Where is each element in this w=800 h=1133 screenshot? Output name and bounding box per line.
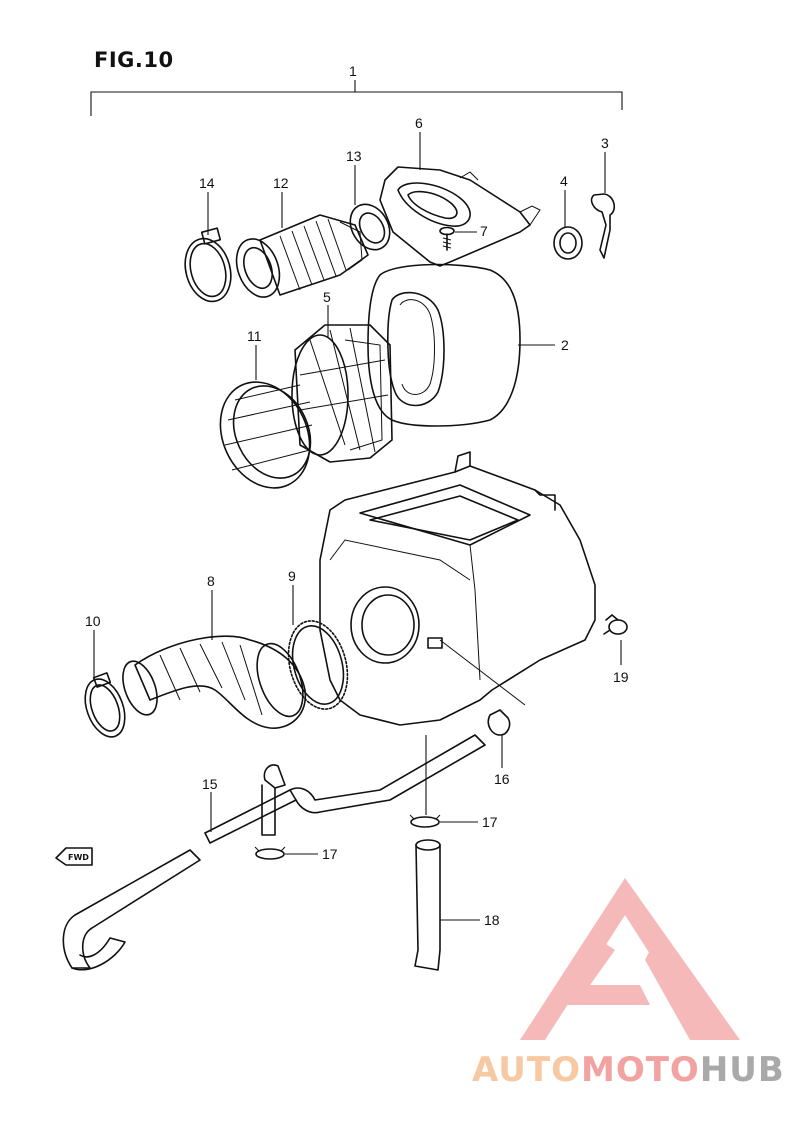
part-12-duct [235,214,369,298]
airbox-housing [319,451,596,726]
callout-1: 1 [349,63,357,79]
part-7-screw [439,226,455,251]
watermark-logo [520,878,740,1040]
fwd-arrow-icon: FWD [55,847,93,866]
part-16-clamp [487,709,511,736]
callout-17-lower: 17 [322,846,338,862]
part-17-clip-upper [409,814,441,828]
callout-2: 2 [561,337,569,353]
watermark-auto: AUTO [472,1050,581,1090]
callout-7: 7 [480,223,488,239]
assembly-bracket [90,80,623,116]
callout-17-upper: 17 [482,814,498,830]
part-18-drain-tube [414,839,441,971]
callout-16: 16 [494,771,510,787]
leader-lines [93,132,622,921]
callout-3: 3 [601,135,609,151]
callout-9: 9 [288,568,296,584]
figure-title: FIG.10 [94,48,174,72]
fwd-label: FWD [68,853,89,862]
callout-12: 12 [273,175,289,191]
callout-8: 8 [207,573,215,589]
callout-14: 14 [199,175,215,191]
part-6-cover [379,166,541,267]
callout-6: 6 [415,115,423,131]
part-9-oring [287,620,349,710]
part-3-clip [590,193,616,259]
callout-11: 11 [247,328,262,344]
part-14-clamp [184,227,232,303]
part-10-clamp [84,672,126,738]
part-17-clip-lower [254,846,286,860]
watermark-moto: MOTO [580,1050,700,1090]
callout-13: 13 [346,148,362,164]
part-19-bolt [603,614,628,635]
callout-numbers: 1 2 3 4 5 6 7 8 9 10 11 12 13 14 15 16 1… [85,63,629,928]
callout-5: 5 [323,289,331,305]
callout-10: 10 [85,613,101,629]
part-4-grommet [553,226,583,260]
part-15-hose [62,734,486,971]
part-5-frame [291,324,393,463]
callout-15: 15 [202,776,218,792]
part-11-screen [219,381,313,489]
part-2-filter [367,263,521,427]
part-8-elbow [122,635,307,729]
callout-4: 4 [560,173,568,189]
watermark-text: AUTOMOTOHUB [472,1050,785,1090]
callout-18: 18 [484,912,500,928]
callout-19: 19 [613,669,629,685]
part-13-seal [349,203,391,251]
watermark-hub: HUB [699,1050,785,1090]
